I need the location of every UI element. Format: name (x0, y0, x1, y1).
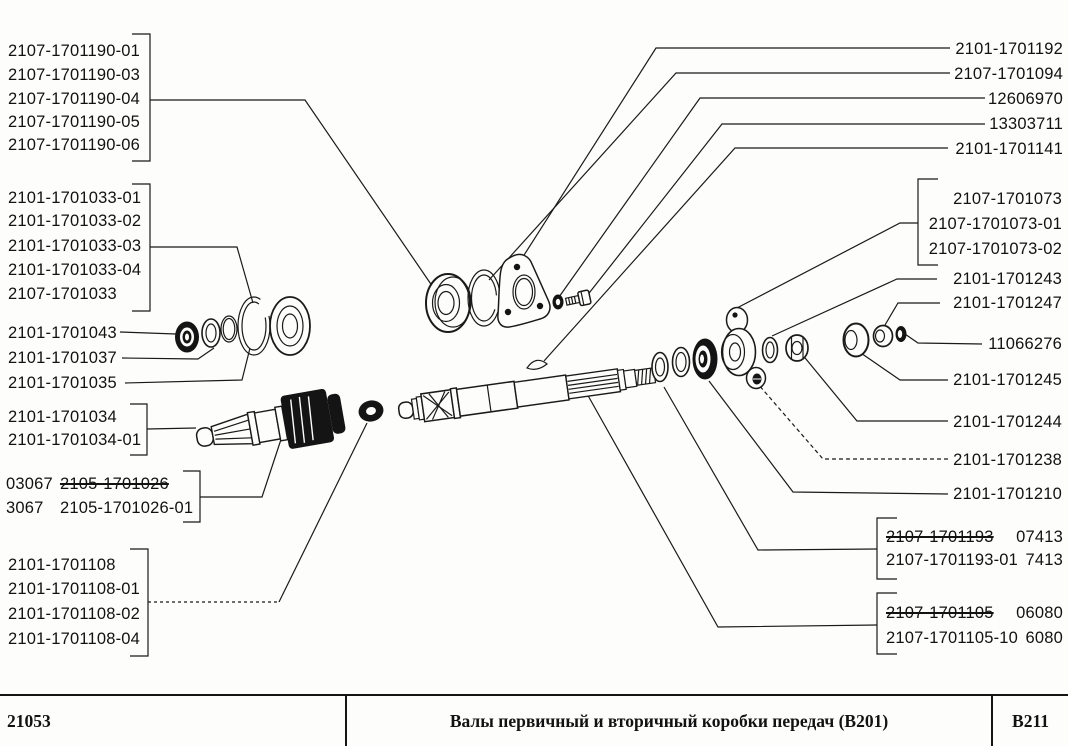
figure-title-cell: Валы первичный и вторичный коробки перед… (347, 696, 993, 746)
part-number-label: 2107-1701073 (953, 190, 1062, 208)
part-number-label: 2107-1701094 (954, 65, 1063, 83)
thrust-washer-icon (201, 318, 221, 348)
cap-nut-icon (842, 322, 870, 358)
part-number-label: 2101-1701108-02 (8, 605, 141, 623)
part-number-label: 2101-1701037 (8, 349, 117, 367)
part-number: 2107-1701105-10 (886, 629, 1019, 647)
part-number-label: 2101-1701210 (953, 485, 1062, 503)
oil-seal-icon (175, 321, 199, 353)
part-number-label: 2107-1701190-04 (8, 90, 141, 108)
lock-washer-icon (552, 294, 564, 310)
leader-lines (119, 47, 985, 628)
part-number: 2105-1701026-01 (60, 499, 194, 517)
part-number-label: 2101-1701033-02 (8, 212, 142, 230)
model-code: 21053 (7, 710, 51, 731)
needle-bearing-icon (358, 400, 384, 422)
catalog-code: 6080 (1025, 629, 1063, 647)
part-number-label: 11066276 (988, 335, 1062, 353)
part-number-label: 2101-1701035 (8, 374, 117, 392)
part-number-label: 2101-1701033-03 (8, 237, 142, 255)
part-number-label: 2107-1701073-01 (928, 215, 1062, 233)
small-nut-icon (895, 326, 907, 342)
drive-flange-yoke-icon (720, 306, 767, 390)
spring-washer-icon (220, 315, 238, 343)
flange-nut-icon (785, 334, 809, 362)
rear-bearing-icon (692, 338, 718, 380)
label-brackets (130, 33, 938, 657)
snap-ring-icon (467, 269, 501, 327)
part-number-label-superseded: 2107-1701193 07413 (886, 528, 1063, 546)
superseded-part-number: 2107-1701105 (886, 604, 994, 622)
part-number-label: 2101-1701033-01 (8, 189, 142, 207)
part-number-label: 2101-1701192 (955, 40, 1063, 58)
part-number-label-superseded: 03067 2105-1701026 (6, 475, 169, 493)
part-number-label: 2101-1701247 (953, 294, 1062, 312)
cap-washer-icon (872, 324, 894, 348)
part-number-label: 2101-1701034 (8, 408, 117, 426)
sheet-code-cell: В211 (993, 696, 1068, 746)
part-number-label: 2101-1701141 (955, 140, 1063, 158)
part-number-label: 2107-1701190-06 (8, 136, 141, 154)
model-code-cell: 21053 (0, 696, 347, 746)
part-number-label: 2107-1701193-01 7413 (886, 551, 1063, 569)
part-number-label: 2101-1701034-01 (8, 431, 142, 449)
part-number-label: 2101-1701108-01 (8, 580, 141, 598)
front-ball-bearing-icon (269, 296, 311, 356)
secondary-shaft (397, 367, 657, 423)
bolt-icon (564, 289, 592, 307)
seal-ring-icon (651, 351, 669, 383)
spacer-ring-icon (671, 346, 691, 378)
part-number-label: 2107-1701190-01 (8, 42, 141, 60)
woodruff-key-icon (526, 359, 548, 370)
part-number-label: 2101-1701244 (953, 413, 1062, 431)
part-number-label-superseded: 2107-1701105 06080 (886, 604, 1063, 622)
flange-washer-icon (761, 336, 779, 364)
primary-shaft-gear (195, 388, 346, 449)
part-number-label: 2107-1701105-10 6080 (886, 629, 1063, 647)
part-number-label: 12606970 (987, 90, 1063, 108)
superseded-part-number: 2105-1701026 (60, 475, 169, 493)
catalog-code: 3067 (6, 499, 44, 517)
part-number-label: 2101-1701243 (953, 270, 1062, 288)
sheet-code: В211 (1012, 710, 1049, 731)
part-number-label: 2101-1701108-04 (8, 630, 141, 648)
part-number-label: 2101-1701108 (8, 556, 116, 574)
exploded-parts-diagram (119, 33, 985, 657)
catalog-code: 7413 (1025, 551, 1063, 569)
part-number-label: 2107-1701033 (8, 285, 117, 303)
part-number-label: 2107-1701073-02 (928, 240, 1062, 258)
part-number-label: 2101-1701245 (953, 371, 1062, 389)
part-number-label: 3067 2105-1701026-01 (6, 499, 193, 517)
main-ball-bearing-icon (425, 273, 472, 333)
catalog-code: 03067 (6, 475, 53, 493)
part-number-label: 2101-1701043 (8, 324, 117, 342)
part-number-label: 13303711 (989, 115, 1063, 133)
catalog-code: 07413 (1016, 528, 1063, 546)
title-block: 21053 Валы первичный и вторичный коробки… (0, 694, 1068, 746)
part-number-label: 2101-1701033-04 (8, 261, 142, 279)
figure-title: Валы первичный и вторичный коробки перед… (449, 710, 889, 731)
part-number-label: 2107-1701190-05 (8, 113, 141, 131)
part-number-label: 2107-1701190-03 (8, 66, 141, 84)
part-number: 2107-1701193-01 (886, 551, 1019, 569)
circlip-icon (237, 296, 271, 356)
part-number-label: 2101-1701238 (953, 451, 1062, 469)
superseded-part-number: 2107-1701193 (886, 528, 994, 546)
bearing-retainer-plate-icon (497, 253, 551, 328)
catalog-code: 06080 (1016, 604, 1063, 622)
